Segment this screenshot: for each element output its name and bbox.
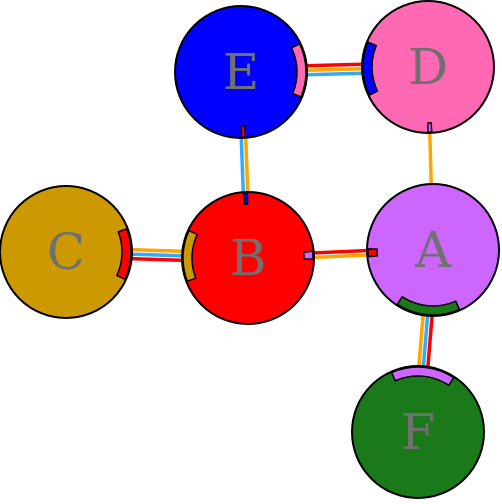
- edge-e-b: [239, 127, 250, 203]
- node-circle[interactable]: [361, 0, 495, 134]
- edge-strand: [425, 306, 435, 377]
- edge-b-a: [303, 248, 378, 260]
- connection-marker: [396, 295, 461, 316]
- node-d[interactable]: [361, 0, 495, 134]
- node-circle[interactable]: [351, 365, 485, 499]
- connection-marker: [240, 125, 247, 138]
- markers-layer: [115, 41, 461, 387]
- node-label: A: [414, 221, 452, 279]
- node-label: B: [230, 229, 267, 287]
- connection-marker: [242, 192, 249, 205]
- edge-strand: [243, 127, 250, 203]
- edges-layer: [121, 62, 435, 377]
- node-label: C: [47, 223, 85, 281]
- node-label: E: [223, 43, 260, 101]
- edge-strand: [297, 71, 373, 77]
- edge-c-b: [121, 247, 193, 263]
- edge-d-a: [427, 122, 434, 195]
- node-c[interactable]: [0, 185, 133, 319]
- node-label: D: [408, 38, 448, 96]
- node-label: F: [401, 403, 436, 461]
- node-f[interactable]: [351, 365, 485, 499]
- connection-marker: [182, 229, 199, 283]
- connection-marker: [427, 122, 433, 133]
- node-b[interactable]: [181, 191, 315, 325]
- connection-marker: [390, 366, 455, 387]
- edge-strand: [122, 247, 193, 254]
- edge-e-d: [296, 62, 373, 77]
- node-circle[interactable]: [174, 5, 308, 139]
- edge-strand: [239, 127, 246, 203]
- connection-marker: [367, 248, 379, 258]
- connection-marker: [290, 42, 307, 98]
- connection-marker: [302, 250, 314, 260]
- edge-strand: [296, 66, 373, 73]
- edge-strand: [296, 62, 372, 68]
- edge-strand: [427, 122, 434, 195]
- connection-marker: [362, 41, 379, 97]
- edge-a-f: [416, 305, 435, 377]
- edge-strand: [420, 305, 431, 377]
- edge-strand: [303, 248, 378, 256]
- edge-strand: [303, 252, 378, 260]
- node-circle[interactable]: [366, 183, 500, 317]
- node-circle[interactable]: [0, 185, 133, 319]
- edge-strand: [121, 256, 192, 263]
- edge-strand: [416, 305, 426, 376]
- node-e[interactable]: [174, 5, 308, 139]
- edge-strand: [121, 252, 193, 258]
- node-circle[interactable]: [181, 191, 315, 325]
- node-a[interactable]: [366, 183, 500, 317]
- connection-marker: [115, 227, 132, 281]
